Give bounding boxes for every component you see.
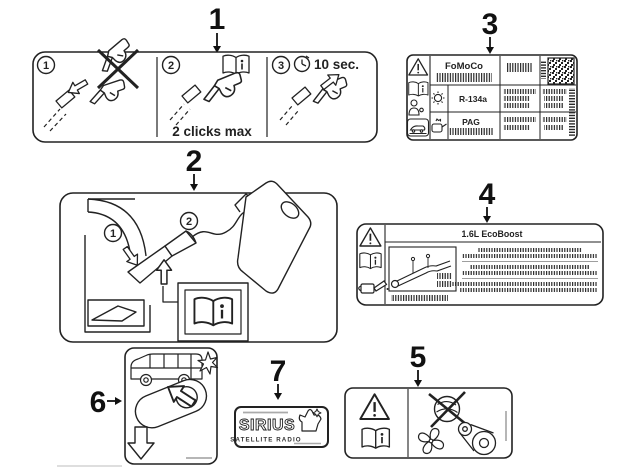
service-car-icon [406, 118, 430, 137]
engine-title: 1.6L EcoBoost [462, 229, 523, 239]
up-arrow-icon [155, 259, 178, 303]
brand-text: FoMoCo [445, 61, 483, 72]
callout-6[interactable]: 6 [90, 386, 122, 419]
step-1-badge: 1 [36, 55, 56, 75]
step-1-badge: 1 [103, 223, 123, 243]
callout-7[interactable]: 7 [270, 355, 287, 400]
step-2-badge: 2 [161, 55, 181, 75]
cooling-fan-warning-label[interactable] [344, 387, 513, 459]
svg-text:1: 1 [110, 228, 116, 240]
refrigerant-type-text: R-134a [459, 94, 487, 104]
fuel-filler-neck-icon [84, 198, 151, 333]
barcode [541, 61, 546, 79]
key-fob-icon [134, 378, 208, 429]
engine-oil-label[interactable]: 1.6L EcoBoost [356, 223, 604, 306]
callout-4-number[interactable]: 4 [479, 178, 496, 211]
do-not-touch-icon [428, 391, 468, 428]
callout-7-number[interactable]: 7 [270, 355, 287, 388]
sun-icon [431, 91, 445, 105]
fuel-nozzle-icon [169, 71, 246, 126]
brand-wordmark: SIRIUS [239, 417, 295, 434]
ac-refrigerant-label[interactable]: FoMoCo R-134a PAG [406, 54, 578, 141]
barcode [391, 295, 448, 301]
callout-1-number[interactable]: 1 [209, 3, 226, 36]
crossed-fuel-nozzles-icon [43, 37, 140, 132]
fuel-funnel-instruction-label[interactable]: 1 2 [59, 180, 338, 343]
svg-text:2: 2 [168, 60, 174, 72]
compressor-oil-icon [431, 118, 447, 133]
sirius-dog-logo [298, 408, 322, 432]
callout-1[interactable]: 1 [209, 3, 226, 53]
callout-5-number[interactable]: 5 [410, 341, 427, 374]
remove-nozzle-arrow-icon [279, 68, 351, 126]
star-burst-icon [197, 351, 219, 375]
step-3-badge: 3 [271, 55, 291, 75]
svg-text:2: 2 [186, 216, 192, 228]
funnel-icon [127, 230, 197, 284]
svg-text:3: 3 [278, 60, 284, 72]
compressor-oil-text: PAG [462, 117, 480, 127]
barcode [506, 63, 532, 72]
down-arrow-icon [127, 426, 155, 460]
owners-manual-icon [361, 427, 391, 450]
owners-manual-icon [408, 81, 429, 97]
owners-manual-icon [177, 282, 249, 342]
clicks-note: 2 clicks max [172, 124, 252, 139]
callout-3-number[interactable]: 3 [482, 8, 499, 41]
svg-text:1: 1 [43, 60, 49, 72]
stopwatch-icon [293, 55, 311, 73]
tagline-text: SATELLITE RADIO [230, 437, 301, 444]
fuel-container-icon [191, 180, 312, 294]
belt-pulley-icon [457, 421, 497, 456]
vertical-barcode [569, 88, 575, 137]
barcode [436, 73, 492, 82]
qr-code [547, 57, 575, 85]
owners-manual-icon [222, 54, 250, 75]
fuel-pump-reset-label[interactable] [124, 347, 219, 465]
technician-icon [408, 99, 424, 116]
satellite-radio-label[interactable]: SIRIUS SATELLITE RADIO [230, 406, 329, 448]
step-2-badge: 2 [179, 211, 199, 231]
duration-note: 10 sec. [314, 57, 359, 72]
oil-can-icon [358, 280, 389, 294]
dipstick-diagram [388, 246, 457, 292]
fine-print-lines [452, 248, 598, 292]
owners-manual-icon [359, 252, 382, 270]
callout-2[interactable]: 2 [186, 145, 203, 191]
callout-6-number[interactable]: 6 [90, 386, 107, 419]
callout-3[interactable]: 3 [482, 8, 499, 54]
callout-4[interactable]: 4 [479, 178, 496, 223]
cooling-fan-icon [417, 427, 445, 455]
fuel-filler-instruction-label[interactable]: 1 2 2 clicks max 3 [32, 37, 378, 143]
callout-2-number[interactable]: 2 [186, 145, 203, 178]
callout-5[interactable]: 5 [410, 341, 427, 387]
